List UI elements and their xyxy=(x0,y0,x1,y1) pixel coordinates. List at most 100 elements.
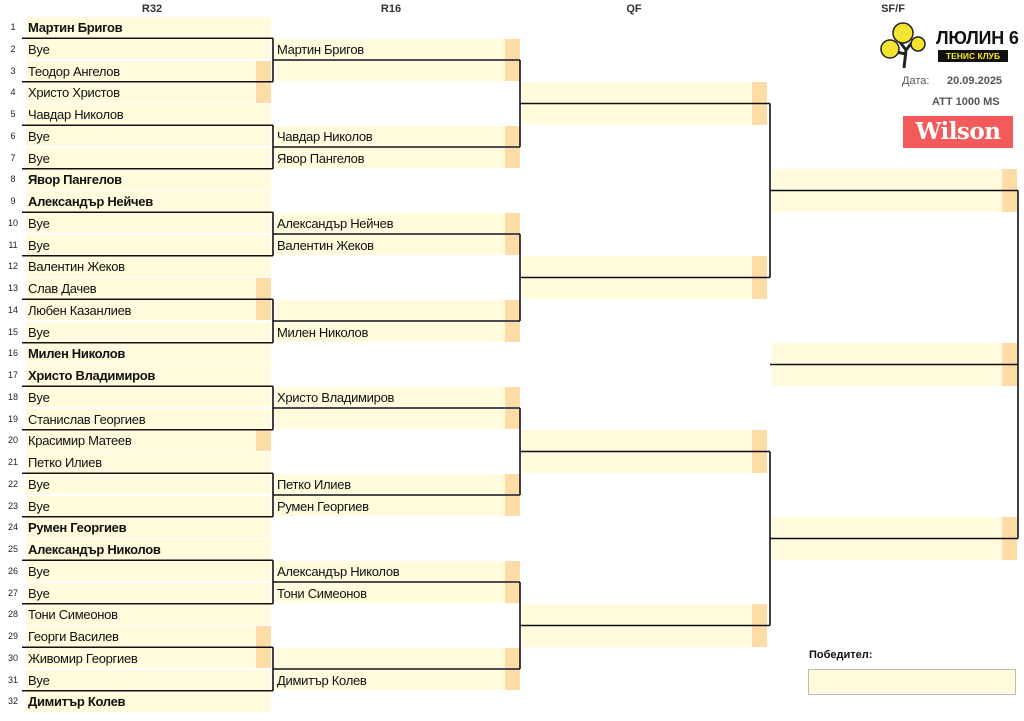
qf-player-score-cell[interactable] xyxy=(752,430,767,451)
r32-player[interactable]: Bye xyxy=(26,321,271,342)
r32-player[interactable]: Bye xyxy=(26,582,271,603)
r32-player[interactable]: Александър Нейчев xyxy=(26,191,271,212)
r16-player-score-cell[interactable] xyxy=(505,408,520,429)
qf-player-score-cell[interactable] xyxy=(752,256,767,277)
r32-player[interactable]: Bye xyxy=(26,147,271,168)
r16-player[interactable]: Димитър Колев xyxy=(275,669,520,690)
r16-player[interactable] xyxy=(275,408,520,429)
r32-player[interactable]: Мартин Бригов xyxy=(26,17,271,38)
r16-player[interactable]: Явор Пангелов xyxy=(275,147,520,168)
r32-player[interactable]: Христо Владимиров xyxy=(26,365,271,386)
r32-player[interactable]: Теодор Ангелов xyxy=(26,60,271,81)
winner-field[interactable] xyxy=(808,669,1016,695)
r16-player-score-cell[interactable] xyxy=(505,38,520,60)
r32-score-cell[interactable] xyxy=(256,82,271,103)
r32-player[interactable]: Bye xyxy=(26,212,271,234)
r32-player[interactable]: Чавдар Николов xyxy=(26,104,271,125)
r32-player[interactable]: Живомир Георгиев xyxy=(26,647,271,669)
r32-score-cell[interactable] xyxy=(256,647,271,669)
sf-player[interactable] xyxy=(772,539,1017,560)
r16-player-score-cell[interactable] xyxy=(505,669,520,690)
r16-player-score-cell[interactable] xyxy=(505,212,520,234)
r32-player[interactable]: Слав Дачев xyxy=(26,278,271,299)
qf-player[interactable] xyxy=(522,278,767,299)
qf-player-score-cell[interactable] xyxy=(752,104,767,125)
r32-player[interactable]: Bye xyxy=(26,495,271,516)
r32-player[interactable]: Валентин Жеков xyxy=(26,256,271,277)
qf-player-score-cell[interactable] xyxy=(752,626,767,647)
qf-player[interactable] xyxy=(522,104,767,125)
r16-player-score-cell[interactable] xyxy=(505,147,520,168)
qf-player[interactable] xyxy=(522,256,767,277)
r16-player-score-cell[interactable] xyxy=(505,495,520,516)
r16-player[interactable]: Чавдар Николов xyxy=(275,125,520,147)
qf-player[interactable] xyxy=(522,452,767,473)
r16-player[interactable] xyxy=(275,299,520,321)
qf-player[interactable] xyxy=(522,604,767,625)
r16-player[interactable]: Александър Николов xyxy=(275,560,520,582)
r32-player[interactable]: Любен Казанлиев xyxy=(26,299,271,321)
final-player-score-cell[interactable] xyxy=(1002,343,1017,364)
r16-player[interactable]: Петко Илиев xyxy=(275,473,520,495)
qf-player-score-cell[interactable] xyxy=(752,452,767,473)
sf-player[interactable] xyxy=(772,191,1017,212)
sf-player[interactable] xyxy=(772,517,1017,538)
qf-player[interactable] xyxy=(522,82,767,103)
r16-player-score-cell[interactable] xyxy=(505,647,520,669)
qf-player-score-cell[interactable] xyxy=(752,604,767,625)
r32-score-cell[interactable] xyxy=(256,299,271,321)
r32-player[interactable]: Красимир Матеев xyxy=(26,430,271,451)
final-player[interactable] xyxy=(772,343,1017,364)
r32-player[interactable]: Милен Николов xyxy=(26,343,271,364)
r16-player[interactable]: Мартин Бригов xyxy=(275,38,520,60)
sf-player-score-cell[interactable] xyxy=(1002,169,1017,190)
r32-player[interactable]: Bye xyxy=(26,38,271,60)
r16-player-score-cell[interactable] xyxy=(505,560,520,582)
r16-player[interactable] xyxy=(275,60,520,81)
r32-score-cell[interactable] xyxy=(256,278,271,299)
r32-player[interactable]: Bye xyxy=(26,669,271,690)
r32-player[interactable]: Петко Илиев xyxy=(26,452,271,473)
qf-player[interactable] xyxy=(522,430,767,451)
r16-player[interactable]: Милен Николов xyxy=(275,321,520,342)
r16-player[interactable]: Румен Георгиев xyxy=(275,495,520,516)
r32-player[interactable]: Станислав Георгиев xyxy=(26,408,271,429)
sf-player-score-cell[interactable] xyxy=(1002,539,1017,560)
r32-score-cell[interactable] xyxy=(256,430,271,451)
qf-player[interactable] xyxy=(522,626,767,647)
r32-player[interactable]: Александър Николов xyxy=(26,539,271,560)
r32-player[interactable]: Георги Василев xyxy=(26,626,271,647)
r32-player[interactable]: Bye xyxy=(26,386,271,408)
r16-player[interactable]: Христо Владимиров xyxy=(275,386,520,408)
r16-player-score-cell[interactable] xyxy=(505,386,520,408)
qf-player-score-cell[interactable] xyxy=(752,82,767,103)
r32-player[interactable]: Явор Пангелов xyxy=(26,169,271,190)
r16-player-score-cell[interactable] xyxy=(505,473,520,495)
sf-player-score-cell[interactable] xyxy=(1002,191,1017,212)
final-player[interactable] xyxy=(772,365,1017,386)
r32-player[interactable]: Bye xyxy=(26,125,271,147)
qf-player-score-cell[interactable] xyxy=(752,278,767,299)
sf-player[interactable] xyxy=(772,169,1017,190)
sf-player-score-cell[interactable] xyxy=(1002,517,1017,538)
r16-player[interactable]: Тони Симеонов xyxy=(275,582,520,603)
r32-player[interactable]: Христо Христов xyxy=(26,82,271,103)
r16-player-score-cell[interactable] xyxy=(505,582,520,603)
final-player-score-cell[interactable] xyxy=(1002,365,1017,386)
r16-player-score-cell[interactable] xyxy=(505,125,520,147)
r16-player-score-cell[interactable] xyxy=(505,234,520,255)
r16-player-score-cell[interactable] xyxy=(505,299,520,321)
r16-player-score-cell[interactable] xyxy=(505,321,520,342)
r32-score-cell[interactable] xyxy=(256,60,271,81)
r16-player[interactable]: Александър Нейчев xyxy=(275,212,520,234)
r32-player[interactable]: Румен Георгиев xyxy=(26,517,271,538)
r32-player[interactable]: Тони Симеонов xyxy=(26,604,271,625)
r32-player[interactable]: Bye xyxy=(26,560,271,582)
r16-player[interactable] xyxy=(275,647,520,669)
r32-score-cell[interactable] xyxy=(256,626,271,647)
r32-player[interactable]: Димитър Колев xyxy=(26,691,271,712)
r16-player-score-cell[interactable] xyxy=(505,60,520,81)
r32-player[interactable]: Bye xyxy=(26,234,271,255)
r16-player[interactable]: Валентин Жеков xyxy=(275,234,520,255)
r32-player[interactable]: Bye xyxy=(26,473,271,495)
